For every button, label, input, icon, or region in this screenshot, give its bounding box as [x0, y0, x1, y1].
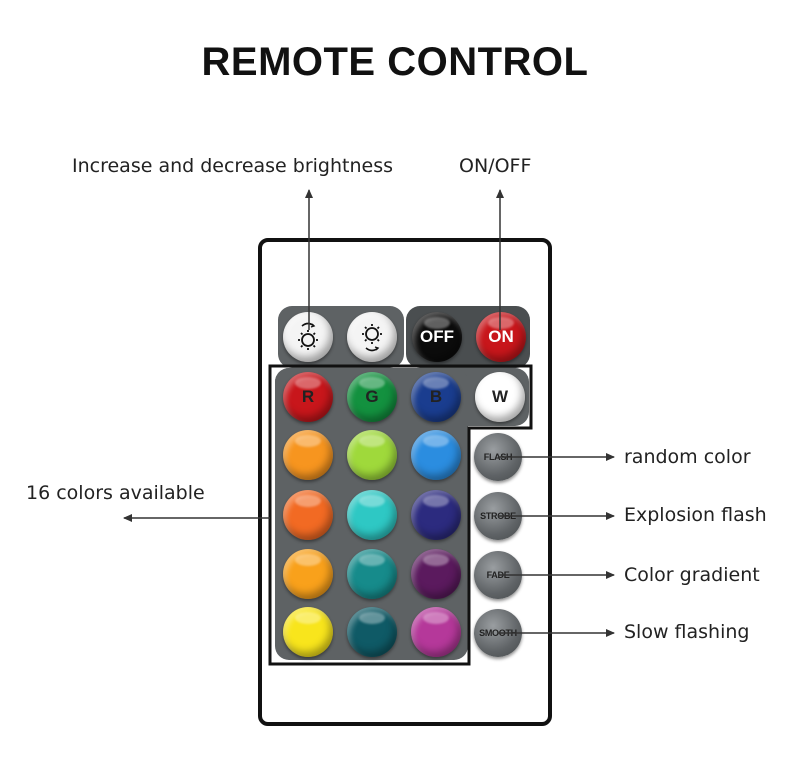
off-button-label: OFF — [420, 327, 454, 346]
color-button-gloss — [423, 612, 449, 624]
color-button-5[interactable] — [347, 490, 397, 540]
color-button-gloss — [295, 495, 321, 507]
off-button-gloss — [424, 317, 450, 329]
color-button-gloss — [359, 554, 385, 566]
brightness-down-button[interactable] — [347, 312, 397, 362]
color-button-gloss — [423, 554, 449, 566]
color-button-gloss — [295, 612, 321, 624]
color-button-6[interactable] — [411, 490, 461, 540]
brightness-up-icon — [298, 322, 318, 350]
color-button-gloss — [359, 495, 385, 507]
color-button-3[interactable] — [411, 430, 461, 480]
smooth-label: Slow flashing — [624, 621, 750, 643]
blue-button[interactable]: B — [411, 372, 461, 422]
green-button-label: G — [365, 387, 379, 406]
color-button-7[interactable] — [283, 549, 333, 599]
green-button-gloss — [359, 377, 385, 389]
green-button[interactable]: G — [347, 372, 397, 422]
color-button-gloss — [295, 554, 321, 566]
color-button-8[interactable] — [347, 549, 397, 599]
colors-label: 16 colors available — [26, 482, 205, 504]
white-button[interactable]: W — [475, 372, 525, 422]
color-button-10[interactable] — [283, 607, 333, 657]
color-button-gloss — [423, 495, 449, 507]
on-button-label: ON — [488, 327, 514, 346]
color-button-gloss — [295, 435, 321, 447]
white-button-label: W — [491, 387, 509, 406]
color-button-1[interactable] — [283, 430, 333, 480]
blue-button-gloss — [423, 377, 449, 389]
brightness-label: Increase and decrease brightness — [72, 155, 394, 177]
color-button-9[interactable] — [411, 549, 461, 599]
color-button-12[interactable] — [411, 607, 461, 657]
color-button-4[interactable] — [283, 490, 333, 540]
red-button-label: R — [301, 387, 315, 406]
color-area-frame — [268, 364, 533, 666]
fade-label: Color gradient — [624, 564, 760, 586]
red-button-gloss — [295, 377, 321, 389]
off-button[interactable]: OFF — [412, 312, 462, 362]
red-button[interactable]: R — [283, 372, 333, 422]
onoff-label: ON/OFF — [459, 155, 532, 177]
color-button-11[interactable] — [347, 607, 397, 657]
color-button-2[interactable] — [347, 430, 397, 480]
brightness-up-button[interactable] — [283, 312, 333, 362]
brightness-down-icon — [362, 324, 382, 352]
on-button[interactable]: ON — [476, 312, 526, 362]
on-button-gloss — [488, 317, 514, 329]
strobe-label: Explosion flash — [624, 504, 767, 526]
color-button-gloss — [423, 435, 449, 447]
color-button-gloss — [359, 435, 385, 447]
color-button-gloss — [359, 612, 385, 624]
page-title: REMOTE CONTROL — [201, 40, 589, 84]
flash-label: random color — [624, 446, 751, 468]
blue-button-label: B — [429, 387, 443, 406]
